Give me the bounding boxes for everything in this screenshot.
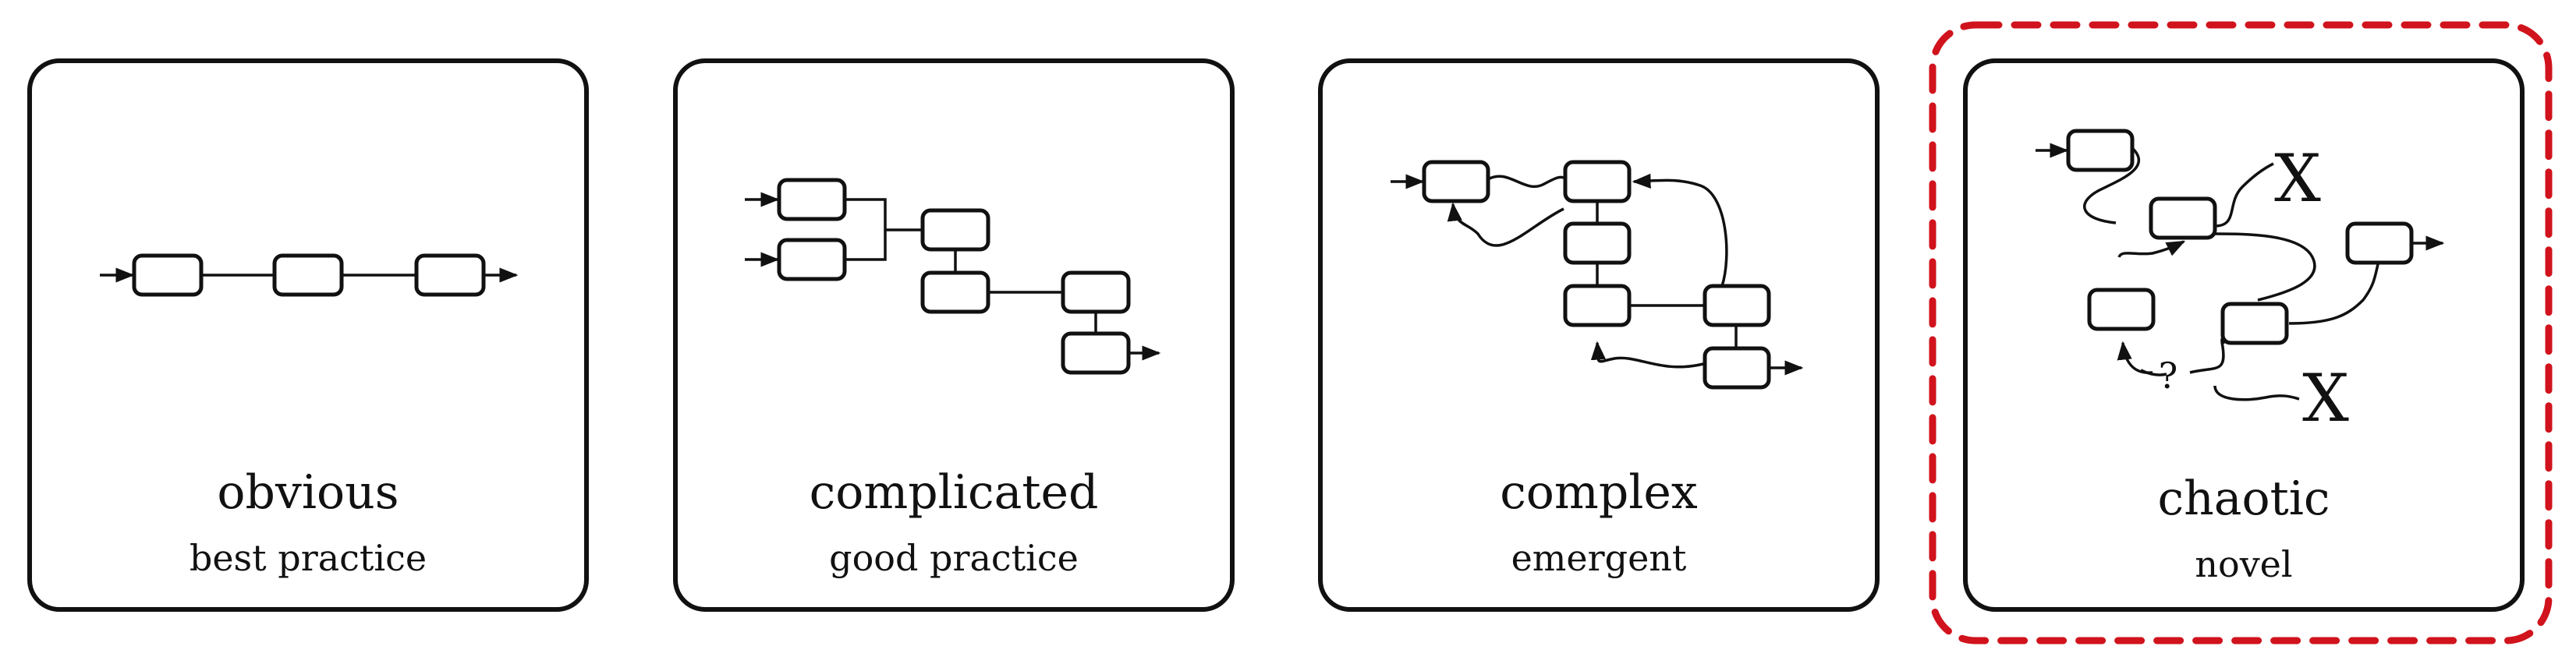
chaotic-step-5 [2220,302,2289,345]
panel-chaotic-subtitle: novel [2195,543,2292,585]
chaotic-highlight-border [1929,21,2553,645]
panel-obvious: obvious best practice [27,58,589,612]
panel-chaotic: X X ? chaotic novel [1963,58,2525,612]
obvious-step-1 [132,253,204,297]
chaotic-flow: X X ? [2036,129,2445,436]
chaotic-failure-mark-bottom: X [2302,360,2349,436]
panel-complicated-subtitle: good practice [829,537,1079,579]
complex-feedback-loop-2 [1632,173,1728,287]
panel-complex: complex emergent [1318,58,1880,612]
complicated-step-1 [777,178,847,221]
complex-feedback-loop-3 [1590,341,1704,369]
complex-step-5 [1703,284,1771,327]
complex-step-6 [1703,346,1771,390]
chaotic-step-2 [2149,196,2217,240]
panel-complicated-title: complicated [810,465,1099,520]
panel-obvious-title: obvious [217,465,399,520]
complicated-step-6 [1061,331,1131,375]
obvious-step-2 [272,253,344,297]
complex-step-1 [1422,160,1490,203]
chaotic-question-arrow [2117,341,2153,374]
chaotic-step-1 [2066,129,2135,172]
chaotic-arrow-up [2117,240,2186,258]
complicated-step-4 [920,270,990,314]
complicated-step-3 [920,208,990,252]
chaotic-wavy-link-3 [2288,260,2380,325]
panel-chaotic-title: chaotic [2157,471,2330,526]
complex-feedback-loop-1 [1447,202,1564,247]
complex-step-4 [1563,284,1632,327]
panel-complex-title: complex [1500,465,1698,520]
chaotic-step-4 [2087,288,2156,331]
chaotic-step-3 [2345,221,2414,265]
complex-wavy-link-1 [1487,175,1564,189]
chaotic-link-to-x-top [2214,162,2274,228]
panel-complex-subtitle: emergent [1511,537,1687,579]
chaotic-wavy-link-1 [2083,147,2140,224]
complicated-step-2 [777,238,847,281]
obvious-step-3 [414,253,486,297]
panel-complex-frame [1318,58,1880,612]
chaotic-wavy-link-2 [2214,232,2316,302]
complex-step-3 [1563,221,1632,265]
complex-flow [1391,160,1804,390]
chaotic-link-to-x-bottom [2213,385,2300,401]
obvious-flow [100,253,519,297]
chaotic-failure-mark-top: X [2274,140,2321,217]
panel-complicated-frame [673,58,1235,612]
panel-obvious-subtitle: best practice [190,537,427,579]
chaotic-question-mark: ? [2159,355,2178,397]
complicated-step-5 [1061,270,1131,314]
panel-obvious-frame [27,58,589,612]
panel-complicated: complicated good practice [673,58,1235,612]
complicated-flow [745,178,1161,375]
complex-step-2 [1563,160,1632,203]
